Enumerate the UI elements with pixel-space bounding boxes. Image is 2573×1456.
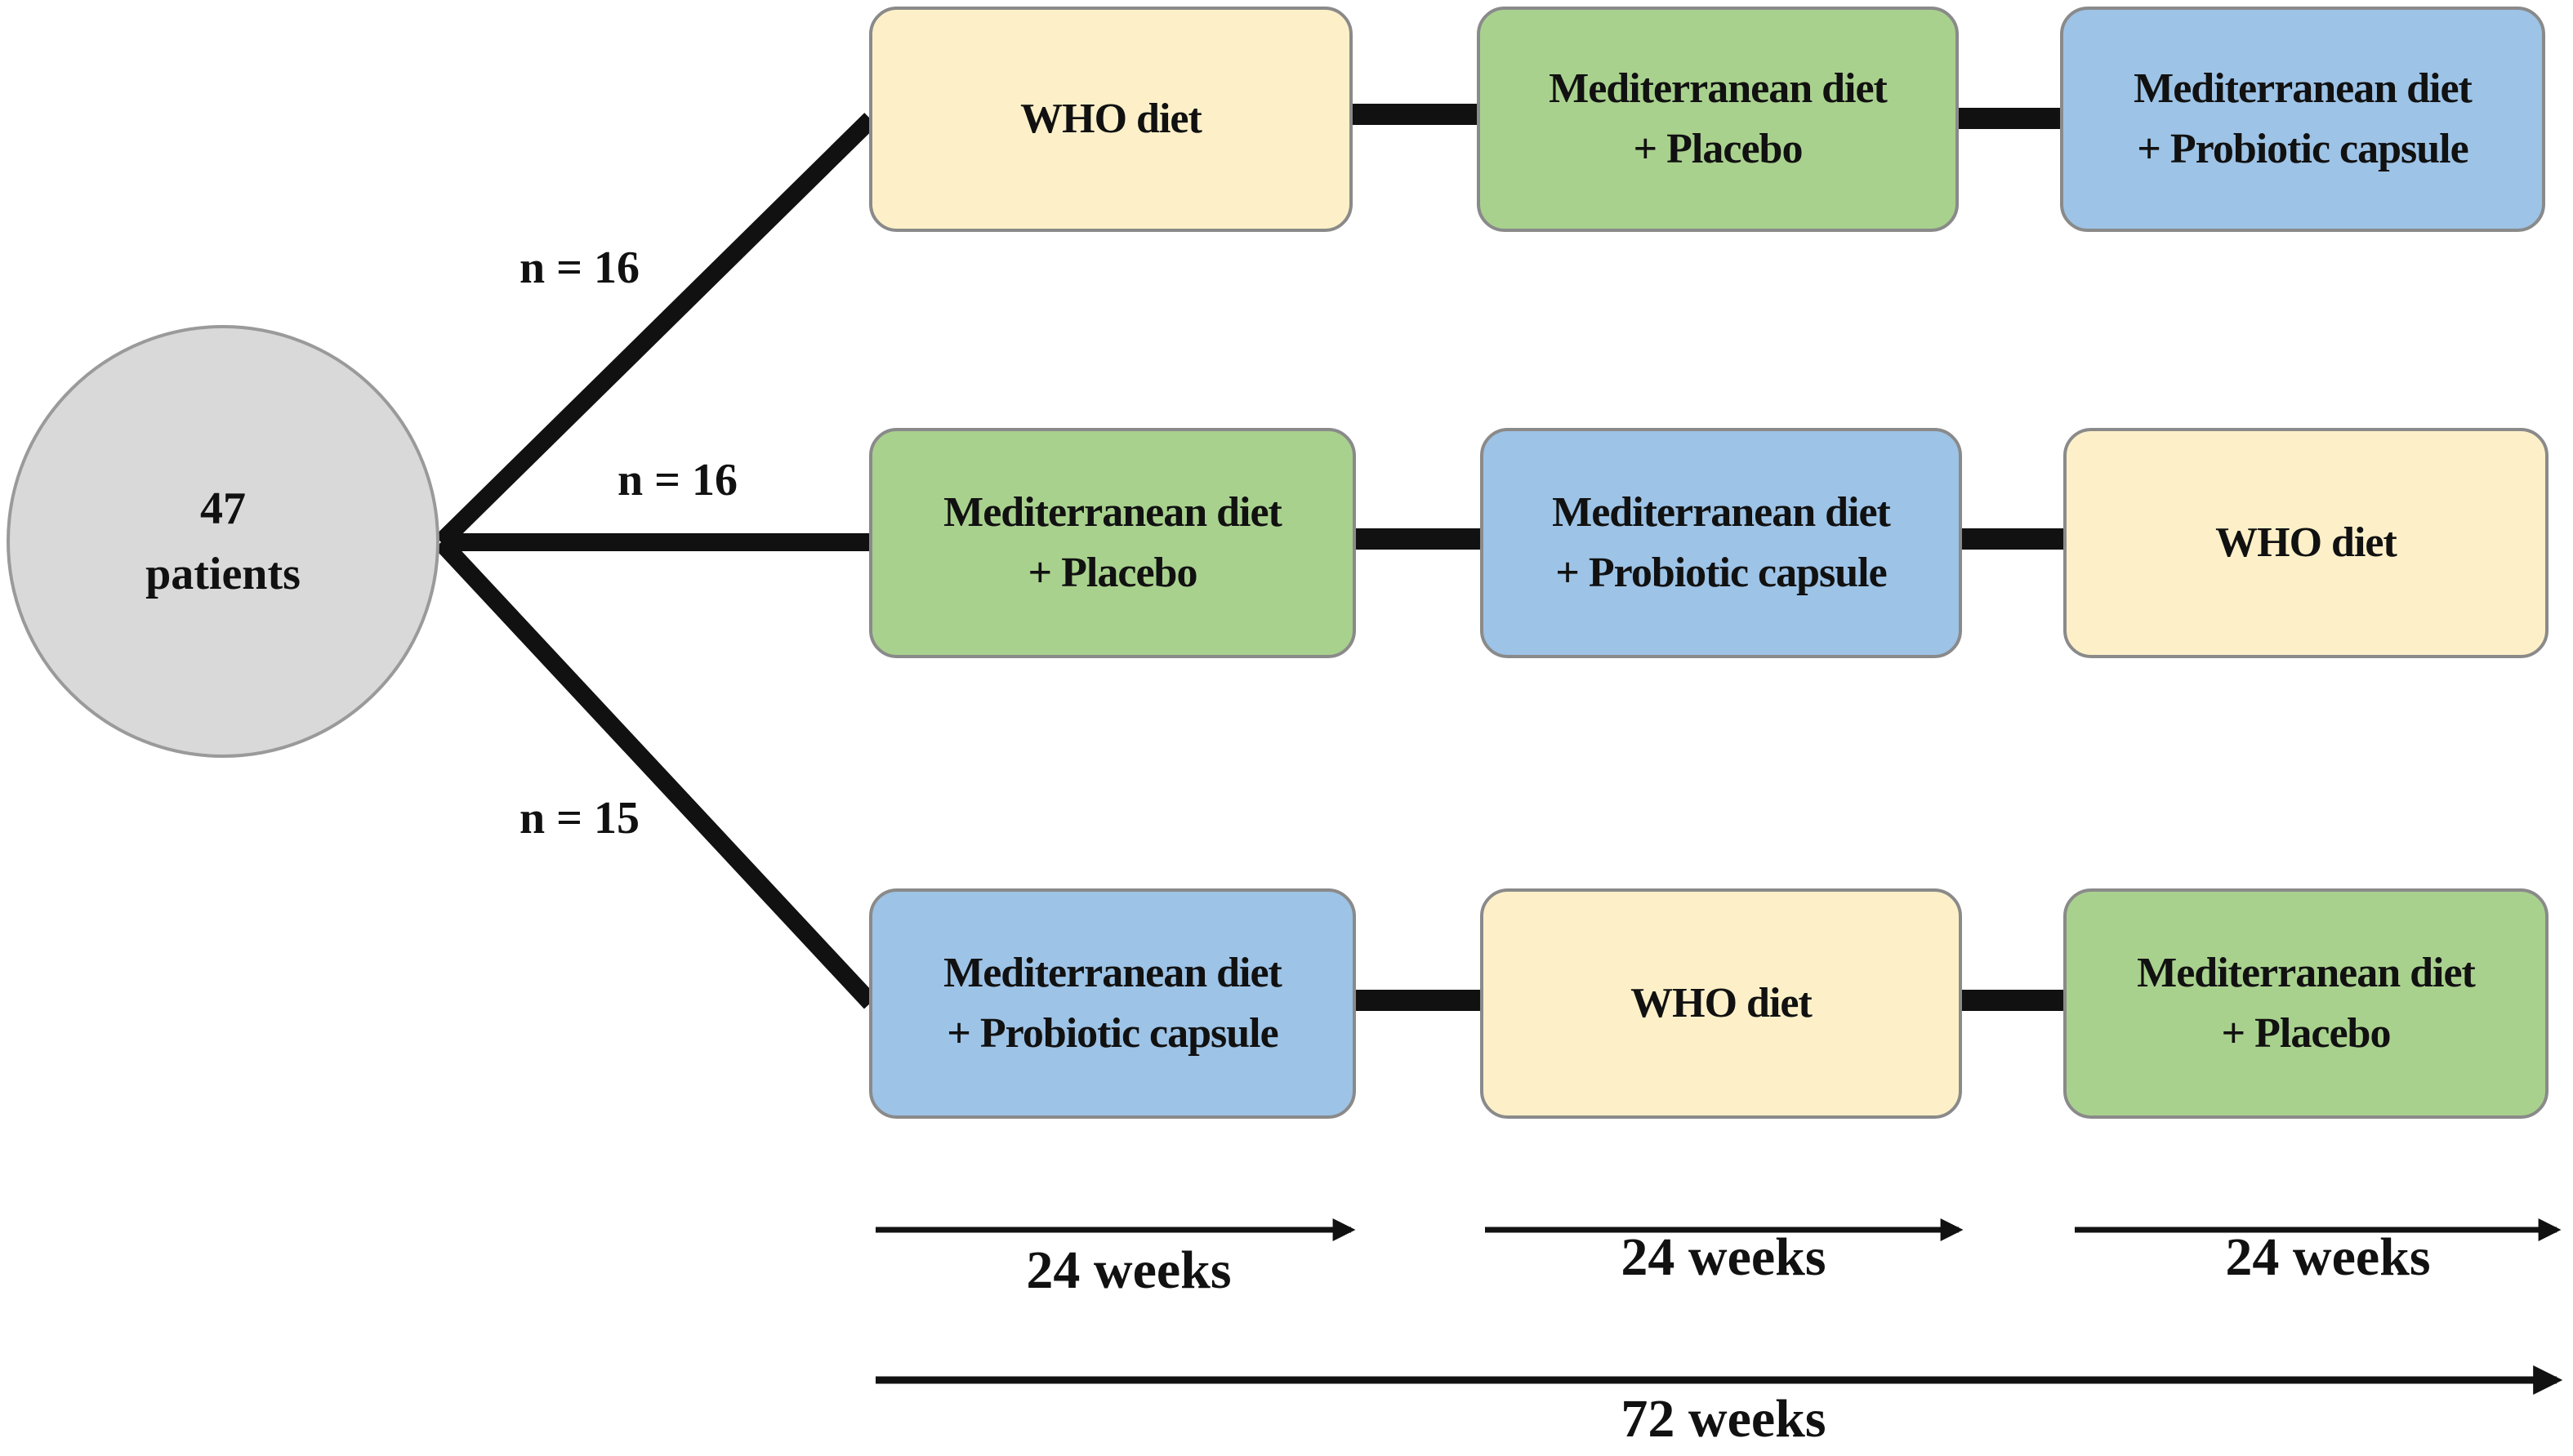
phase-line-1: WHO diet	[1630, 980, 1813, 1026]
phase-line-1: Mediterranean diet	[943, 489, 1282, 536]
phase-1-duration-label: 24 weeks	[1026, 1240, 1232, 1300]
phase-line-2: + Probiotic capsule	[947, 1010, 1278, 1057]
patients-label: patients	[145, 549, 301, 599]
phase-line-1: Mediterranean diet	[2134, 65, 2473, 112]
branch-line-arm-1	[435, 113, 877, 549]
arm-3-phase-2-box: WHO diet	[1480, 888, 1962, 1119]
patients-text: 47 patients	[145, 476, 301, 607]
phase-line-1: WHO diet	[2215, 519, 2397, 566]
phase-2-duration-label: 24 weeks	[1621, 1227, 1826, 1287]
phase-line-2: + Probiotic capsule	[1555, 550, 1887, 596]
phase-line-1: WHO diet	[1020, 96, 1202, 142]
phase-line-1: Mediterranean diet	[2137, 950, 2476, 996]
arm-1-phase-2-box: Mediterranean diet + Placebo	[1477, 7, 1959, 232]
branch-line-arm-3	[434, 536, 878, 1009]
arm-2-phase-1-box: Mediterranean diet + Placebo	[869, 428, 1356, 658]
phase-line-1: Mediterranean diet	[943, 950, 1282, 996]
arm-3-phase-3-box: Mediterranean diet + Placebo	[2063, 888, 2548, 1119]
arm-2-n-label: n = 16	[618, 455, 738, 505]
phase-line-2: + Placebo	[1028, 550, 1198, 596]
patients-count: 47	[199, 483, 246, 534]
arm-2-phase-2-box: Mediterranean diet + Probiotic capsule	[1480, 428, 1962, 658]
arm-3-phase-1-box: Mediterranean diet + Probiotic capsule	[869, 888, 1356, 1119]
phase-line-2: + Placebo	[1633, 126, 1804, 172]
phase-3-duration-label: 24 weeks	[2225, 1227, 2431, 1287]
phase-line-1: Mediterranean diet	[1549, 65, 1888, 112]
total-duration-label: 72 weeks	[1621, 1389, 1826, 1449]
arm-2-phase-3-box: WHO diet	[2063, 428, 2548, 658]
arm-3-n-label: n = 15	[520, 793, 640, 844]
phase-line-1: Mediterranean diet	[1552, 489, 1891, 536]
arm-1-n-label: n = 16	[520, 243, 640, 293]
phase-line-2: + Probiotic capsule	[2137, 126, 2468, 172]
phase-line-2: + Placebo	[2221, 1010, 2392, 1057]
patients-node: 47 patients	[7, 325, 439, 758]
arm-1-phase-3-box: Mediterranean diet + Probiotic capsule	[2060, 7, 2545, 232]
arm-1-phase-1-box: WHO diet	[869, 7, 1353, 232]
